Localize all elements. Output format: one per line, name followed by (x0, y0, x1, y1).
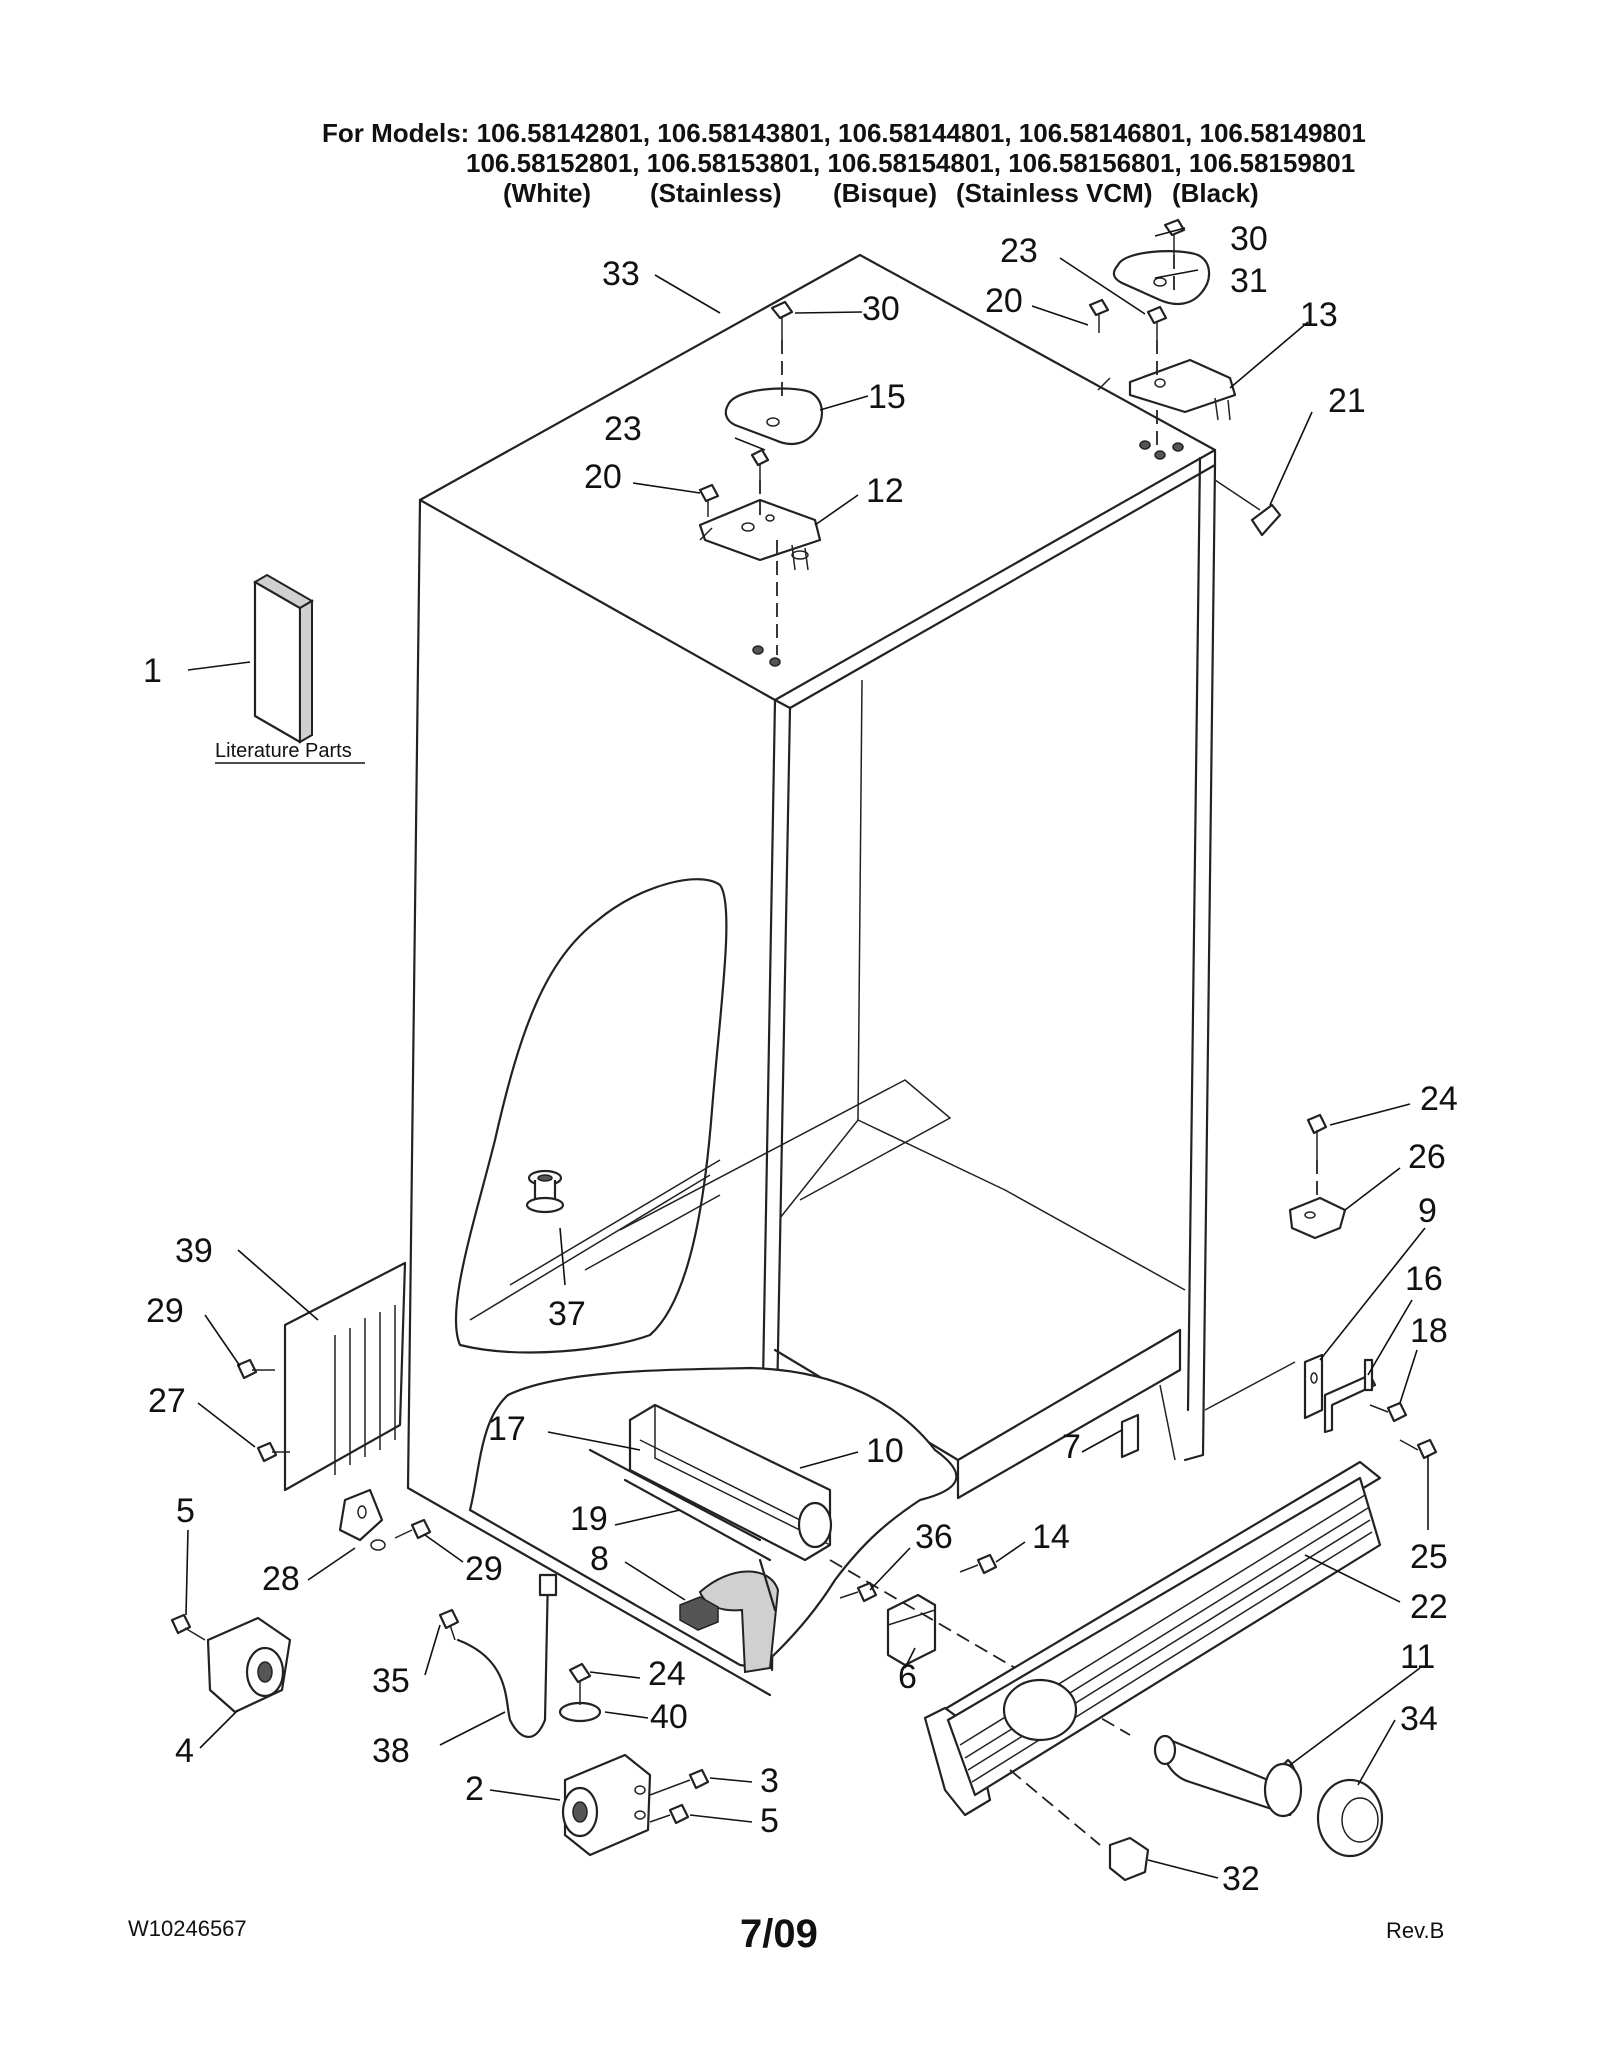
water-tube-38 (456, 1573, 558, 1738)
callout-23b: 23 (604, 410, 642, 448)
callout-40: 40 (650, 1698, 688, 1736)
literature-parts-label-group: Literature Parts (215, 740, 365, 764)
callout-12: 12 (866, 472, 904, 510)
callout-27: 27 (148, 1382, 186, 1420)
callout-6: 6 (898, 1658, 917, 1696)
callout-3: 3 (760, 1762, 779, 1800)
grommet-37 (525, 1169, 565, 1214)
callout-22: 22 (1410, 1588, 1448, 1626)
callout-5a: 5 (176, 1492, 195, 1530)
bracket-6 (886, 1593, 937, 1667)
callout-31: 31 (1230, 262, 1268, 300)
water-filter-11 (1153, 1734, 1303, 1818)
hinge-left (698, 498, 822, 571)
screws-lower-left (170, 1358, 710, 1825)
callout-11: 11 (1400, 1638, 1435, 1676)
top-mounting-holes (752, 440, 1184, 667)
callout-24b: 24 (648, 1655, 686, 1693)
callout-10: 10 (866, 1432, 904, 1470)
callout-30a: 30 (1230, 220, 1268, 258)
models-line1: 106.58142801, 106.58143801, 106.58144801… (476, 118, 1366, 148)
models-line2: 106.58152801, 106.58153801, 106.58154801… (466, 148, 1356, 178)
callout-numbers: 1 2 3 4 5 5 6 7 8 9 10 11 12 13 14 15 16… (143, 220, 1458, 1898)
callout-2: 2 (465, 1770, 484, 1808)
color-stainless: (Stainless) (650, 178, 782, 208)
callout-15: 15 (868, 378, 906, 416)
revision-label: Rev.B (1386, 1918, 1445, 1943)
callout-1: 1 (143, 652, 162, 690)
bracket-26 (1288, 1196, 1347, 1240)
leveler-40 (558, 1662, 602, 1723)
callout-9: 9 (1418, 1192, 1437, 1230)
color-black: (Black) (1172, 178, 1259, 208)
literature-parts-label: Literature Parts (215, 740, 352, 762)
assembly-lines-top (699, 255, 1175, 655)
document-number: W10246567 (128, 1916, 247, 1941)
callout-26: 26 (1408, 1138, 1446, 1176)
callout-28: 28 (262, 1560, 300, 1598)
callout-20b: 20 (584, 458, 622, 496)
cap-32 (1009, 1769, 1150, 1882)
clip-7 (1120, 1413, 1140, 1459)
callout-5b: 5 (760, 1802, 779, 1840)
hinge-cover-left (724, 387, 823, 446)
callout-18: 18 (1410, 1312, 1448, 1350)
callout-33: 33 (602, 255, 640, 293)
color-stainless-vcm: (Stainless VCM) (956, 178, 1153, 208)
literature-booklet (253, 573, 314, 744)
roller-2 (561, 1753, 652, 1857)
callout-37: 37 (548, 1295, 586, 1333)
color-bisque: (Bisque) (833, 178, 937, 208)
callout-7: 7 (1062, 1428, 1081, 1466)
callout-38: 38 (372, 1732, 410, 1770)
filter-cap-34 (1316, 1778, 1384, 1858)
cabinet-cutaway-lower (468, 1366, 958, 1674)
callout-23a: 23 (1000, 232, 1038, 270)
callout-13: 13 (1300, 296, 1338, 334)
callout-24a: 24 (1420, 1080, 1458, 1118)
callout-34: 34 (1400, 1700, 1438, 1738)
header-line1: For Models: 106.58142801, 106.58143801, … (322, 118, 1366, 148)
kickplate-grille-22 (923, 1460, 1382, 1817)
callout-19: 19 (570, 1500, 608, 1538)
callout-8: 8 (590, 1540, 609, 1578)
screws-middle (829, 1553, 1131, 1736)
callout-32: 32 (1222, 1860, 1260, 1898)
screws-top (698, 218, 1186, 517)
rods-17-19 (588, 1448, 777, 1612)
callout-17: 17 (488, 1410, 526, 1448)
cabinet-outline (406, 253, 1296, 1697)
callout-29a: 29 (146, 1292, 184, 1330)
cabinet-cutaway-upper (454, 878, 952, 1354)
door-hinge-9-16 (1303, 1353, 1377, 1434)
callout-20a: 20 (985, 282, 1023, 320)
block-8 (679, 1596, 719, 1631)
models-label: For Models: (322, 118, 470, 148)
vented-rear-panel (283, 1261, 407, 1492)
callout-29b: 29 (465, 1550, 503, 1588)
callout-21: 21 (1328, 382, 1366, 420)
callout-4: 4 (175, 1732, 194, 1770)
callout-35: 35 (372, 1662, 410, 1700)
roller-4 (206, 1616, 292, 1714)
callout-16: 16 (1405, 1260, 1443, 1298)
bracket-28 (338, 1488, 386, 1551)
callout-14: 14 (1032, 1518, 1070, 1556)
publication-date: 7/09 (740, 1912, 818, 1956)
callout-25: 25 (1410, 1538, 1448, 1576)
callout-30b: 30 (862, 290, 900, 328)
clip-21 (1214, 479, 1282, 537)
color-white: (White) (503, 178, 592, 208)
callout-39: 39 (175, 1232, 213, 1270)
callout-36: 36 (915, 1518, 953, 1556)
screws-right (1306, 1113, 1438, 1460)
leader-lines (185, 227, 1429, 1879)
